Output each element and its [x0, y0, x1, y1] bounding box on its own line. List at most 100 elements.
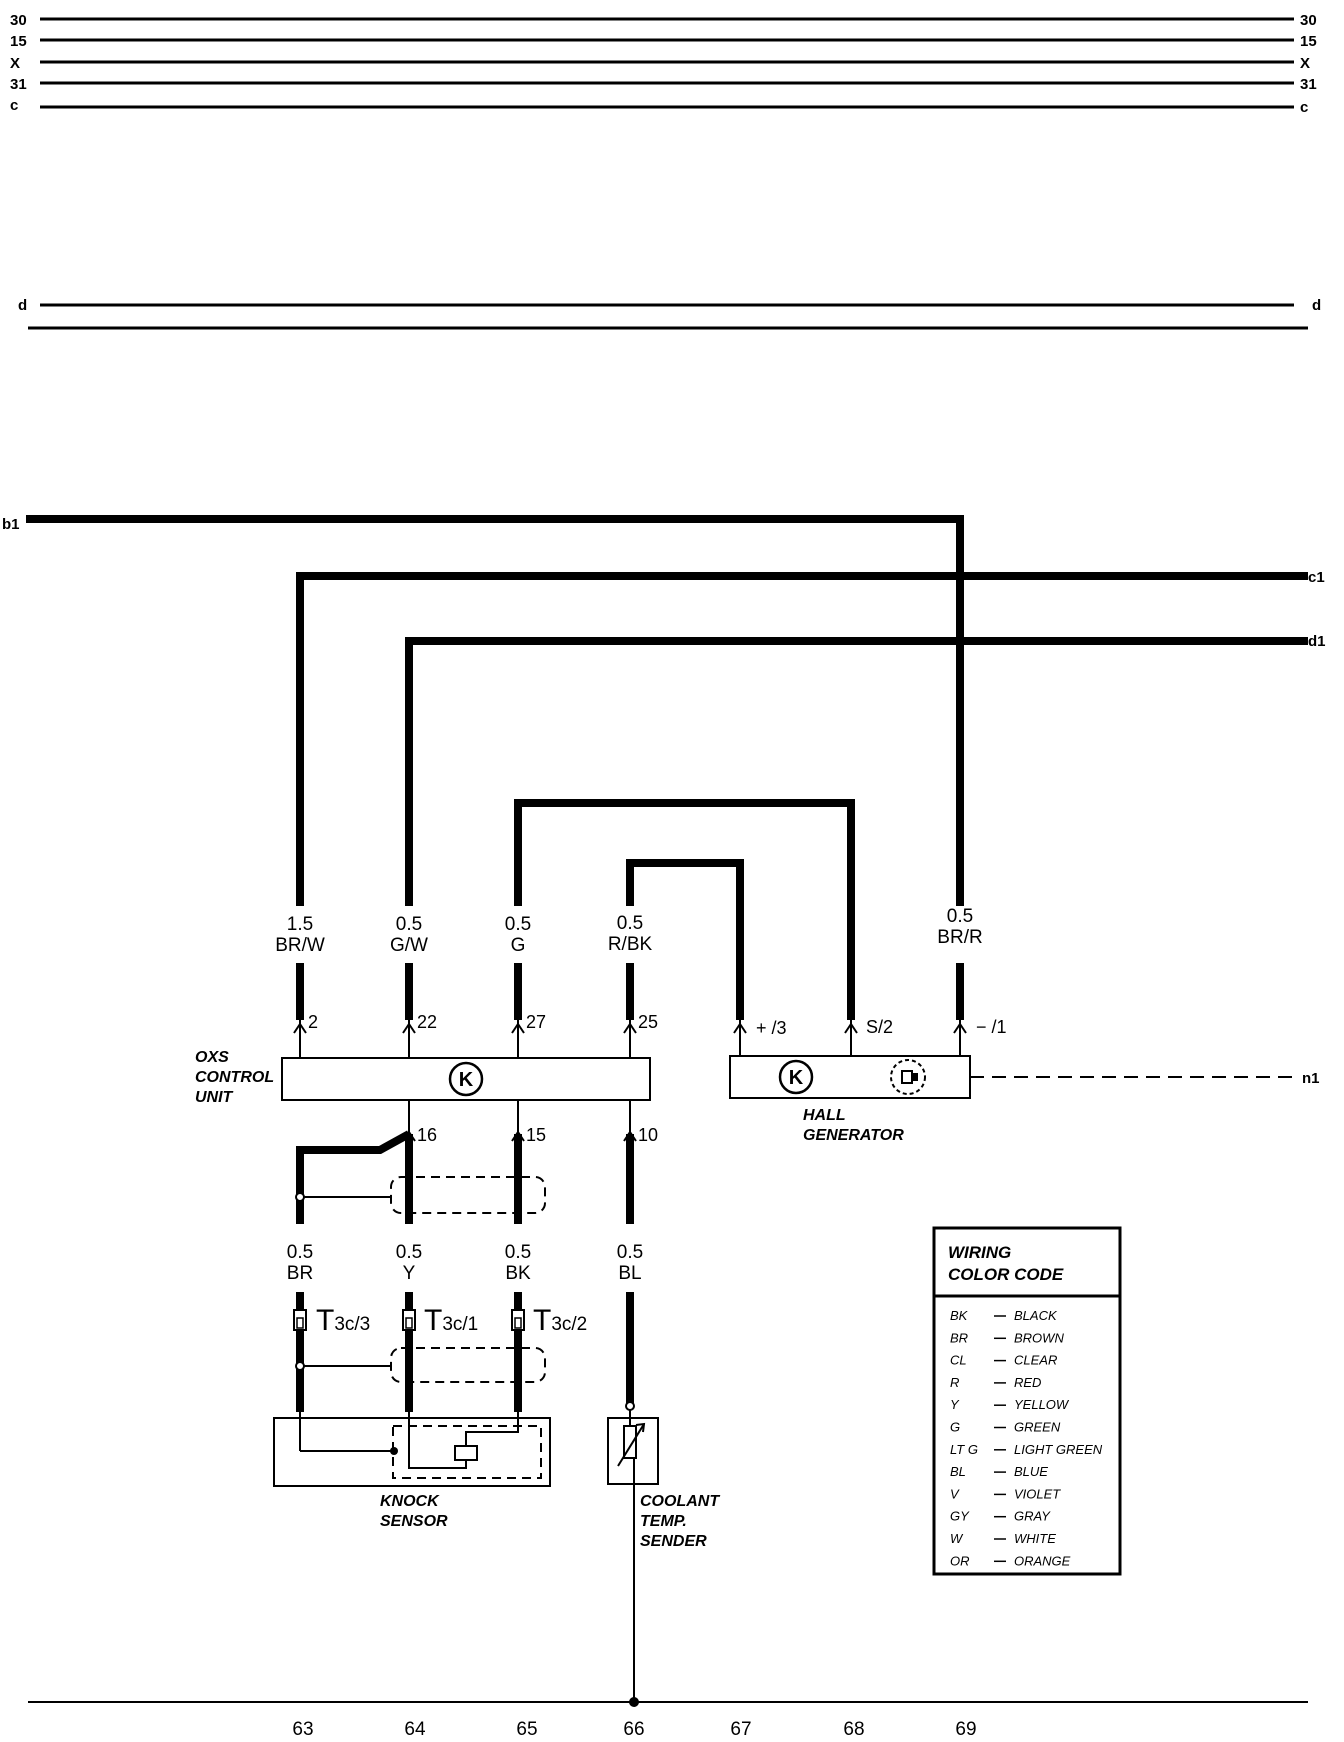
lower-gauge-br: 0.5	[287, 1242, 313, 1263]
grid-number-65: 65	[516, 1719, 537, 1740]
bus-label-c-right: c	[1300, 99, 1308, 116]
legend-code-10: W	[950, 1531, 964, 1546]
bus-label-b1-left: b1	[2, 516, 20, 533]
legend-name-7: BLUE	[1014, 1464, 1048, 1479]
hall-pin-s2: S/2	[866, 1017, 893, 1037]
wire-color-4: R/BK	[608, 934, 653, 955]
wire-gauge-1: 1.5	[287, 914, 313, 935]
oxs-control-unit: K OXS CONTROL UNIT	[195, 1049, 651, 1106]
bus-label-x-right: X	[1300, 55, 1310, 72]
pin-arrows-top	[293, 1020, 967, 1058]
bus-label-c1-right: c1	[1308, 569, 1325, 586]
bus-label-c-left: c	[10, 97, 18, 114]
lower-color-br: BR	[287, 1263, 313, 1284]
legend-name-2: CLEAR	[1014, 1353, 1057, 1368]
grid-number-67: 67	[730, 1719, 751, 1740]
bus-label-d1-right: d1	[1308, 633, 1326, 650]
wire-c1-br-w	[296, 572, 1308, 906]
connector-t3c2-icon	[511, 1309, 525, 1331]
legend-name-5: GREEN	[1014, 1420, 1061, 1435]
lower-color-y: Y	[403, 1263, 416, 1284]
bus-label-x-left: X	[10, 55, 20, 72]
grid-number-68: 68	[843, 1719, 864, 1740]
oxs-label-line3: UNIT	[195, 1089, 234, 1106]
legend-name-4: YELLOW	[1014, 1397, 1070, 1412]
connector-t3c3-icon	[293, 1309, 307, 1331]
legend-code-7: BL	[950, 1464, 966, 1479]
oxs-label-line2: CONTROL	[195, 1069, 274, 1086]
legend-name-8: VIOLET	[1014, 1486, 1061, 1501]
hall-label-line1: HALL	[803, 1107, 846, 1124]
oxs-pin-25: 25	[638, 1012, 658, 1032]
legend-code-6: LT G	[950, 1442, 978, 1457]
grid-number-64: 64	[404, 1719, 426, 1740]
wire-gauge-2: 0.5	[396, 914, 422, 935]
knock-label-line2: SENSOR	[380, 1513, 448, 1530]
legend-code-4: Y	[950, 1397, 960, 1412]
legend-code-11: OR	[950, 1553, 970, 1568]
legend-code-9: GY	[950, 1509, 970, 1524]
lower-gauge-bk: 0.5	[505, 1242, 531, 1263]
top-bus-lines	[28, 17, 1308, 330]
connector-label-t3c1: T3c/1	[424, 1304, 478, 1337]
bus-label-15-left: 15	[10, 33, 27, 50]
bus-label-d-right: d	[1312, 297, 1321, 314]
wire-color-2: G/W	[390, 935, 428, 956]
hall-pin-plus3: + /3	[756, 1018, 787, 1038]
legend-title-line2: COLOR CODE	[948, 1265, 1064, 1284]
wire-gauge-5: 0.5	[947, 906, 973, 927]
upper-wires	[26, 515, 1308, 1020]
coolant-label-line3: SENDER	[640, 1533, 707, 1550]
legend-title-line1: WIRING	[948, 1243, 1011, 1262]
legend-name-9: GRAY	[1014, 1509, 1051, 1524]
legend-name-3: RED	[1014, 1375, 1041, 1390]
wire-d1-g-w	[405, 637, 1308, 906]
connector-label-t3c2: T3c/2	[533, 1304, 587, 1337]
oxs-pin-16: 16	[417, 1125, 437, 1145]
lower-color-bk: BK	[505, 1263, 531, 1284]
bus-label-31-right: 31	[1300, 76, 1317, 93]
legend-code-0: BK	[950, 1308, 969, 1323]
coolant-label-line1: COOLANT	[640, 1493, 720, 1510]
legend-code-5: G	[950, 1420, 960, 1435]
bus-label-d-left: d	[18, 297, 27, 314]
wire-b1-br-r	[26, 515, 964, 906]
bus-label-31-left: 31	[10, 76, 27, 93]
wire-color-5: BR/R	[937, 927, 982, 948]
oxs-pin-10: 10	[638, 1125, 658, 1145]
bus-label-30-right: 30	[1300, 12, 1317, 29]
grid-number-66: 66	[623, 1719, 644, 1740]
bus-label-30-left: 30	[10, 12, 27, 29]
legend-code-3: R	[950, 1375, 959, 1390]
wire-gauge-3: 0.5	[505, 914, 531, 935]
grid-number-63: 63	[292, 1719, 313, 1740]
wire-r-bk-hall-plus3	[626, 859, 744, 1020]
legend-name-1: BROWN	[1014, 1330, 1064, 1345]
coolant-temp-sender: COOLANT TEMP. SENDER	[607, 1401, 720, 1702]
bus-label-15-right: 15	[1300, 33, 1317, 50]
pin-numbers-top: 2 22 27 25 + /3 S/2 − /1	[308, 1012, 1007, 1038]
legend-code-1: BR	[950, 1330, 968, 1345]
oxs-k-symbol-icon: K	[459, 1069, 474, 1091]
hall-pin-minus1: − /1	[976, 1017, 1007, 1037]
hall-label-line2: GENERATOR	[803, 1127, 904, 1144]
legend-code-8: V	[950, 1486, 960, 1501]
lower-color-bl: BL	[618, 1263, 641, 1284]
wire-br	[296, 1130, 411, 1224]
bus-label-n1-right: n1	[1302, 1070, 1320, 1087]
wire-color-3: G	[511, 935, 526, 956]
lower-gauge-bl: 0.5	[617, 1242, 643, 1263]
legend-name-11: ORANGE	[1014, 1553, 1071, 1568]
legend-code-2: CL	[950, 1353, 967, 1368]
upper-wire-labels: 1.5 BR/W 0.5 G/W 0.5 G 0.5 R/BK 0.5 BR/R	[275, 906, 983, 956]
hall-generator: K HALL GENERATOR	[729, 1055, 1296, 1144]
knock-label-line1: KNOCK	[380, 1493, 440, 1510]
oxs-pin-2: 2	[308, 1012, 318, 1032]
connector-t3c1-icon	[402, 1309, 416, 1331]
wire-g-hall-s2	[514, 799, 855, 1020]
hall-k-symbol-icon: K	[789, 1067, 804, 1089]
oxs-pin-15: 15	[526, 1125, 546, 1145]
